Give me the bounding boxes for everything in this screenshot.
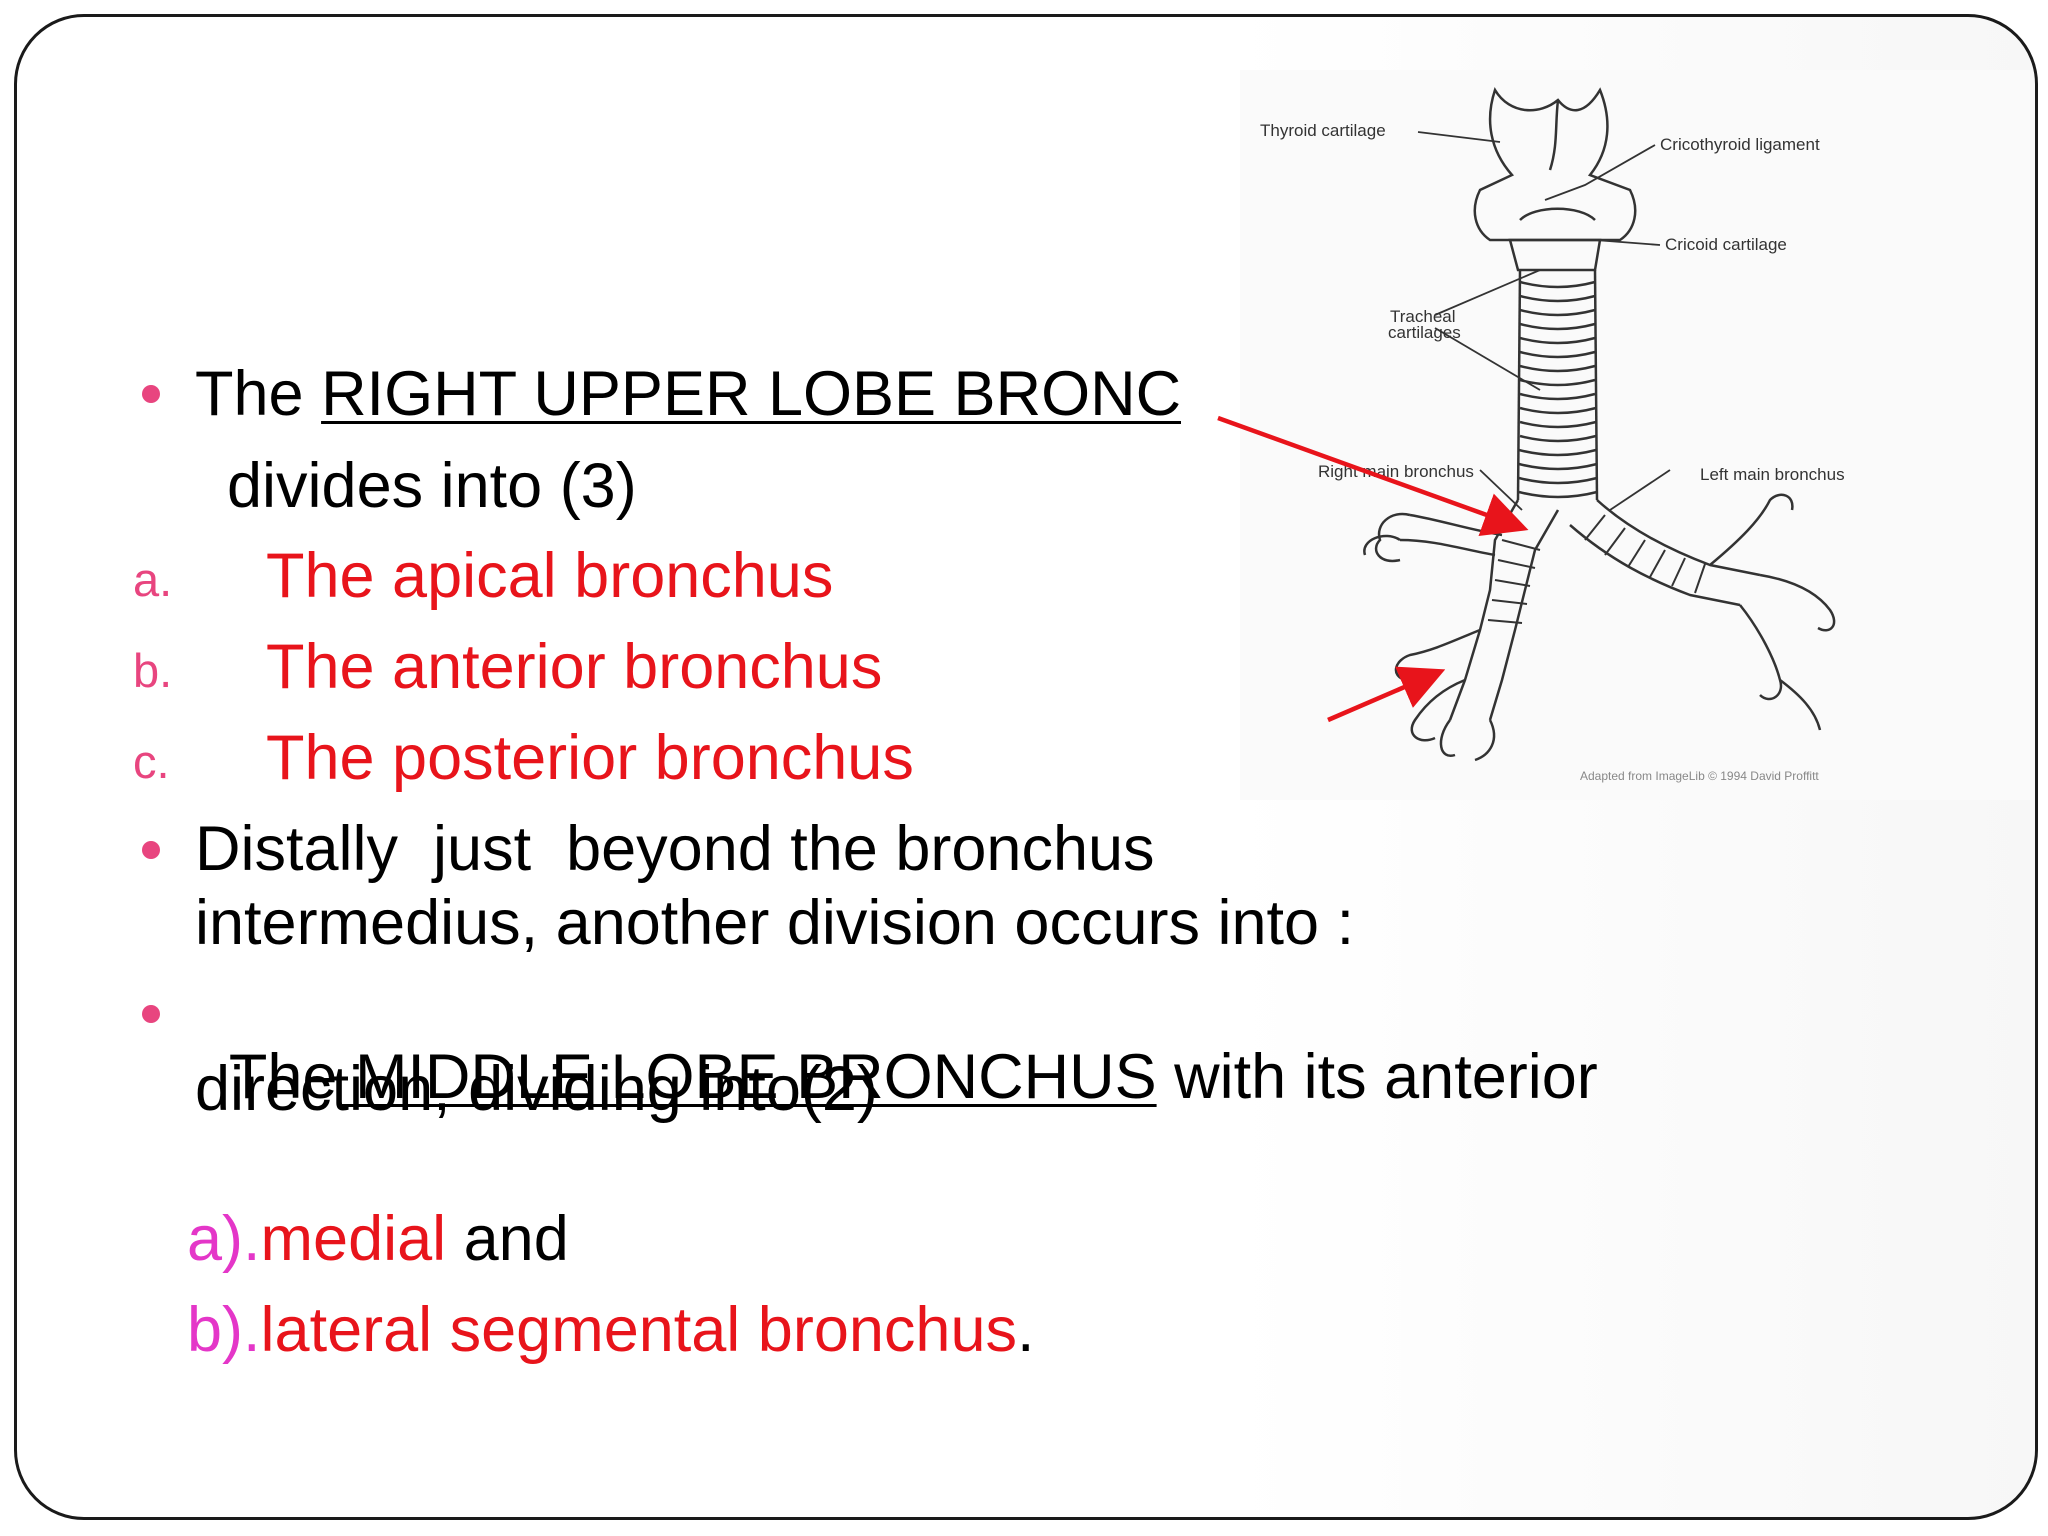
leader-lines <box>1417 131 1671 511</box>
label-cricothyroid-ligament: Cricothyroid ligament <box>1660 135 1820 154</box>
list-item-apical-bronchus: The apical bronchus <box>266 541 834 611</box>
paragraph-right-upper-lobe: The RIGHT UPPER LOBE BRONC <box>195 363 1181 426</box>
bullet-1 <box>142 385 160 403</box>
text-lateral-segmental-bronchus: lateral segmental bronchus <box>260 1295 1017 1365</box>
label-right-main-bronchus: Right main bronchus <box>1318 462 1474 481</box>
text-distally-line-2: intermedius, another division occurs int… <box>195 888 1355 958</box>
text-direction-dividing: direction, dividing into(2) <box>195 1054 878 1124</box>
sub-marker-a: a). <box>187 1204 261 1274</box>
tracheal-rings <box>1518 280 1598 499</box>
label-tracheal: Tracheal <box>1390 307 1456 326</box>
paragraph-middle-lobe: The MIDDLE LOBE BRONCHUS with its anteri… <box>195 983 1598 1109</box>
trachea-bronchi-diagram: Thyroid cartilage Cricothyroid ligament … <box>1240 70 2030 800</box>
label-left-main-bronchus: Left main bronchus <box>1700 465 1845 484</box>
list-item-anterior-bronchus: The anterior bronchus <box>266 632 883 702</box>
text-divides-into: divides into (3) <box>227 451 637 521</box>
text-period: . <box>1016 1295 1035 1365</box>
text-the-2: The <box>228 1042 338 1112</box>
label-cricoid-cartilage: Cricoid cartilage <box>1665 235 1787 254</box>
text-and: and <box>446 1204 569 1274</box>
label-image-credit: Adapted from ImageLib © 1994 David Proff… <box>1580 769 1819 783</box>
text-with-its-anterior: with its anterior <box>1156 1042 1598 1112</box>
bullet-3 <box>142 1005 160 1023</box>
sub-item-medial: a).medial and <box>152 1145 569 1271</box>
sub-marker-b: b). <box>187 1295 261 1365</box>
list-marker-a: a. <box>133 553 173 606</box>
text-right-upper-lobe-bronchus: RIGHT UPPER LOBE BRONC <box>321 363 1182 426</box>
label-thyroid-cartilage: Thyroid cartilage <box>1260 121 1386 140</box>
list-marker-b: b. <box>133 644 173 697</box>
bronchial-rings <box>1487 514 1706 624</box>
text-the: The <box>195 359 322 429</box>
text-middle-lobe-bronchus: MIDDLE LOBE BRONCHUS <box>337 1042 1157 1112</box>
text-medial: medial <box>260 1204 447 1274</box>
sub-item-lateral: b).lateral segmental bronchus. <box>152 1236 1035 1365</box>
label-cartilages: cartilages <box>1388 323 1461 342</box>
list-item-posterior-bronchus: The posterior bronchus <box>266 723 914 793</box>
list-marker-c: c. <box>133 735 170 788</box>
bullet-2 <box>142 841 160 859</box>
text-distally-line-1: Distally just beyond the bronchus <box>195 814 1155 884</box>
